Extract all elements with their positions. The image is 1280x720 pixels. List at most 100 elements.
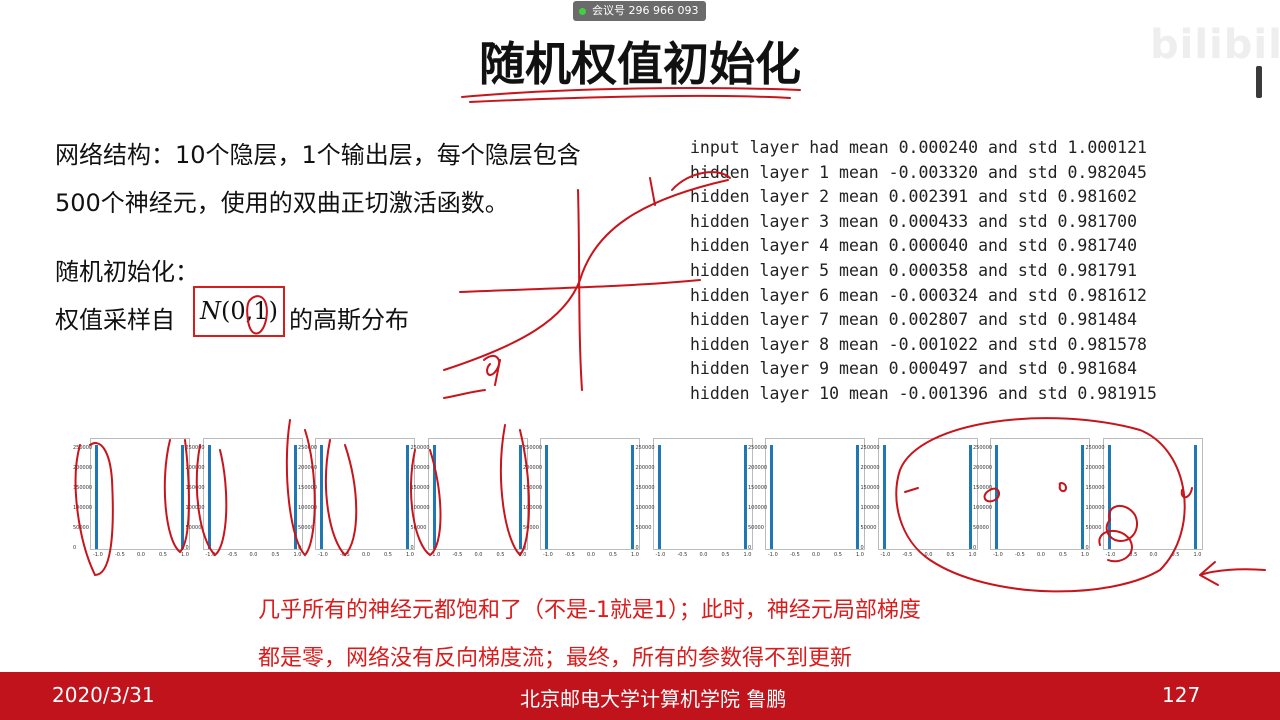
histogram-bar-plus-one xyxy=(518,445,522,549)
zero-mark xyxy=(983,487,1001,503)
histogram-x-tick: -0.5 xyxy=(902,552,913,558)
histogram-y-tick: 100000 xyxy=(748,505,768,511)
histogram-bar-minus-one xyxy=(770,445,773,549)
hist-2-left-loop xyxy=(195,444,228,557)
histogram-y-tick: 200000 xyxy=(523,465,543,471)
histogram-bar-minus-one xyxy=(432,445,436,549)
histogram-x-tick: 1.0 xyxy=(1081,552,1089,558)
histogram-x-tick: 0.5 xyxy=(609,552,617,558)
histogram-y-tick: 200000 xyxy=(1085,465,1105,471)
histogram-x-tick: -0.5 xyxy=(790,552,800,558)
histogram-x-tick: 0.0 xyxy=(699,552,708,558)
hist-1-left-loop xyxy=(74,442,114,577)
formula-n: N xyxy=(200,297,222,325)
histogram-x-tick: 1.0 xyxy=(968,552,977,558)
histogram-y-tick: 250000 xyxy=(748,445,768,451)
histogram-y-tick: 250000 xyxy=(523,445,543,451)
footer-institution: 北京邮电大学计算机学院 鲁鹏 xyxy=(520,687,787,711)
histogram-y-tick: 150000 xyxy=(973,485,993,491)
hist-1-right-loop xyxy=(163,439,190,554)
histogram-y-tick: 150000 xyxy=(1085,485,1105,491)
code-line: hidden layer 4 mean 0.000040 and std 0.9… xyxy=(690,236,1138,256)
side-panel-handle[interactable] xyxy=(1256,66,1262,98)
histogram-x-tick: -1.0 xyxy=(993,552,1003,558)
histogram-x-tick: -1.0 xyxy=(93,552,103,558)
histogram-x-tick: 0.0 xyxy=(474,552,483,558)
hist-9-small-circle xyxy=(1105,505,1138,542)
footer-page-number: 127 xyxy=(1162,683,1201,707)
histogram-y-tick: 50000 xyxy=(410,525,427,531)
code-line: hidden layer 10 mean -0.001396 and std 0… xyxy=(690,383,1157,403)
histogram-x-tick: 0.5 xyxy=(384,552,392,558)
histogram-y-tick: 200000 xyxy=(298,465,318,471)
histogram-bar-plus-one xyxy=(631,445,634,549)
histogram-y-tick: 100000 xyxy=(410,505,430,511)
histogram-y-tick: 50000 xyxy=(973,525,989,531)
formula-one-circle xyxy=(246,295,268,335)
histogram-x-tick: -0.5 xyxy=(452,552,463,558)
histogram-x-tick: -1.0 xyxy=(655,552,666,558)
histogram-x-tick: 1.0 xyxy=(743,552,752,558)
meeting-id-badge[interactable]: 会议号 296 966 093 xyxy=(573,1,706,21)
histogram-x-tick: 1.0 xyxy=(293,552,302,558)
one-mark xyxy=(1180,487,1193,499)
histogram-y-tick: 100000 xyxy=(973,505,993,511)
histogram-bar-minus-one xyxy=(95,445,98,549)
histogram-x-tick: 0.5 xyxy=(1171,552,1180,558)
histogram-x-tick: -1.0 xyxy=(543,552,553,558)
histogram-y-tick: 150000 xyxy=(860,485,880,491)
histogram-x-tick: 0.5 xyxy=(271,552,280,558)
histogram-bar-minus-one xyxy=(1107,445,1111,549)
code-line: hidden layer 7 mean 0.002807 and std 0.9… xyxy=(690,310,1138,330)
histogram-y-tick: 200000 xyxy=(410,465,430,471)
histogram-y-tick: 0 xyxy=(73,545,77,551)
histogram-y-tick: 0 xyxy=(410,545,414,551)
histogram-y-tick: 250000 xyxy=(860,445,880,451)
saturation-note-line-2: 都是零，网络没有反向梯度流；最终，所有的参数得不到更新 xyxy=(258,646,853,671)
histogram-y-tick: 150000 xyxy=(298,485,318,491)
network-description-line-1: 网络结构：10个隐层，1个输出层，每个隐层包含 xyxy=(55,141,581,169)
histogram-x-tick: -0.5 xyxy=(227,552,238,558)
histogram-y-tick: 0 xyxy=(185,545,189,551)
footer-date: 2020/3/31 xyxy=(52,683,155,707)
saturation-note-line-1: 几乎所有的神经元都饱和了（不是-1就是1）；此时，神经元局部梯度 xyxy=(258,598,921,623)
histogram-y-tick: 150000 xyxy=(410,485,430,491)
histogram-y-tick: 50000 xyxy=(298,525,314,531)
hist-9-lower-circle xyxy=(1098,530,1133,563)
histogram-x-tick: -0.5 xyxy=(565,552,575,558)
code-line: hidden layer 5 mean 0.000358 and std 0.9… xyxy=(690,260,1138,280)
histogram-x-tick: -0.5 xyxy=(1015,552,1025,558)
histogram-y-tick: 250000 xyxy=(973,445,993,451)
layer-stats-output: input layer had mean 0.000240 and std 1.… xyxy=(690,136,1157,407)
histogram-x-tick: 0.0 xyxy=(1149,552,1158,558)
histogram-x-tick: 0.0 xyxy=(362,552,370,558)
histogram-bar-minus-one xyxy=(995,445,998,549)
histogram-y-tick: 100000 xyxy=(185,505,205,511)
histogram-y-tick: 0 xyxy=(860,545,864,551)
histogram-y-tick: 150000 xyxy=(73,485,93,491)
histogram-x-tick: 0.0 xyxy=(1037,552,1045,558)
histogram-x-tick: 1.0 xyxy=(518,552,527,558)
histogram-x-tick: 0.5 xyxy=(721,552,730,558)
histogram-bar-plus-one xyxy=(406,445,409,549)
hist-4-right-loop xyxy=(500,424,530,557)
histogram-bar-minus-one xyxy=(320,445,323,549)
histogram-x-tick: 0.5 xyxy=(496,552,505,558)
saturated-layers-circle xyxy=(895,417,1186,593)
histogram-y-tick: 200000 xyxy=(860,465,880,471)
histogram-x-tick: -0.5 xyxy=(1127,552,1138,558)
slide-footer: 2020/3/31 北京邮电大学计算机学院 鲁鹏 127 xyxy=(0,672,1280,720)
histogram-y-tick: 150000 xyxy=(523,485,543,491)
histogram-x-tick: -1.0 xyxy=(318,552,328,558)
meeting-id-label: 会议号 296 966 093 xyxy=(592,4,699,17)
histogram-y-tick: 50000 xyxy=(860,525,877,531)
code-line: hidden layer 3 mean 0.000433 and std 0.9… xyxy=(690,211,1138,231)
histogram-y-tick: 0 xyxy=(973,545,977,551)
histogram-y-tick: 250000 xyxy=(410,445,430,451)
histogram-y-tick: 100000 xyxy=(523,505,543,511)
